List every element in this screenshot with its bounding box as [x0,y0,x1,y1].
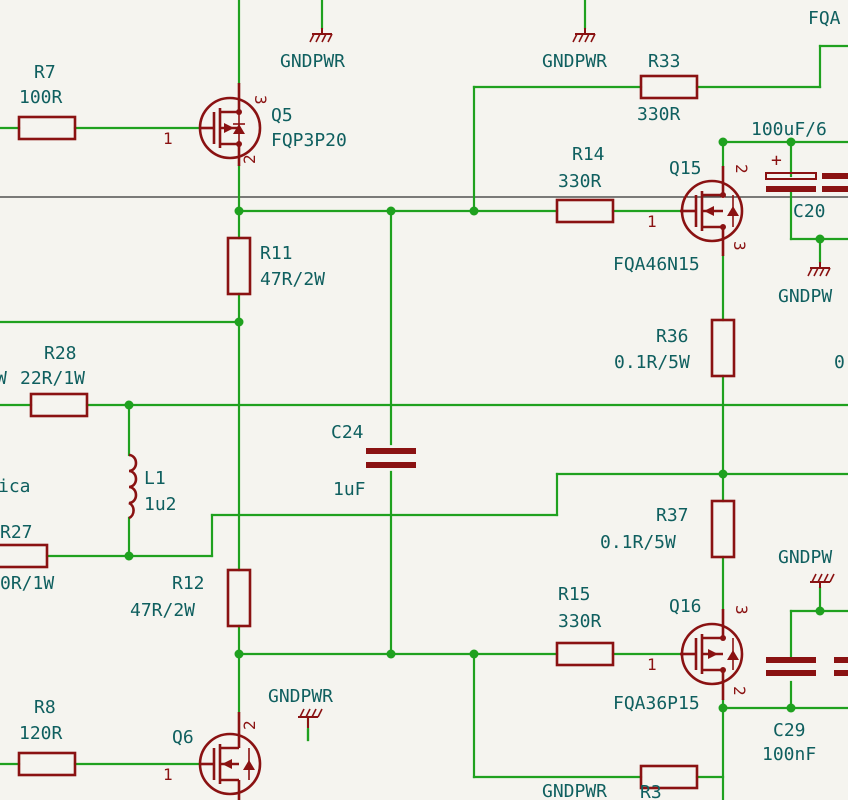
mosfet-q5-symbol[interactable] [198,83,262,166]
r27-value: 0R/1W [0,573,54,594]
q5-pin-1: 1 [163,129,173,148]
resistor-r11-symbol[interactable] [226,236,252,296]
inductor-l1-symbol[interactable] [128,453,138,520]
capacitor-c20-symbol[interactable] [765,172,848,192]
r37-reference: R37 [656,505,689,526]
r28-reference: R28 [44,343,77,364]
r8-reference: R8 [34,697,56,718]
q6-pin-2: 2 [240,720,259,730]
r7-value: 100R [19,87,63,108]
gnd-label-5: GNDPWR [268,686,333,707]
resistor-r12-symbol[interactable] [226,568,252,628]
ground-symbol-4 [810,573,835,588]
resistor-r7-symbol[interactable] [17,115,77,141]
r7-reference: R7 [34,62,56,83]
gnd-label-2: GNDPWR [542,51,607,72]
mosfet-q15-symbol[interactable] [680,166,744,256]
q16-pin-2: 2 [730,686,749,696]
capacitor-c29-symbol[interactable] [766,657,848,676]
r14-value: 330R [558,171,602,192]
gnd-label-3: GNDPW [778,286,832,307]
r27-reference: R27 [0,522,33,543]
l1-reference: L1 [144,468,166,489]
q5-pin-3: 3 [251,95,270,105]
partial-label-r34: R3 [640,782,662,800]
r36-value: 0.1R/5W [614,352,690,373]
r8-value: 120R [19,723,63,744]
r15-value: 330R [558,611,602,632]
mosfet-q16-symbol[interactable] [680,609,744,700]
partial-label-ica: ica [0,476,31,497]
ground-symbol-1 [309,28,333,43]
r37-value: 0.1R/5W [600,532,676,553]
r15-reference: R15 [558,584,591,605]
r11-value: 47R/2W [260,269,325,290]
gnd-label-4: GNDPW [778,547,832,568]
q15-pin-1: 1 [647,212,657,231]
mosfet-q6-symbol[interactable] [198,712,262,800]
r12-reference: R12 [172,573,205,594]
c29-value: 100nF [762,744,816,765]
q5-value: FQP3P20 [271,130,347,151]
q15-pin-2: 2 [732,164,751,174]
r33-reference: R33 [648,51,681,72]
q16-value: FQA36P15 [613,693,700,714]
q6-reference: Q6 [172,727,194,748]
q15-pin-3: 3 [730,241,749,251]
r12-value: 47R/2W [130,600,195,621]
q5-pin-2: 2 [240,154,259,164]
q15-value: FQA46N15 [613,254,700,275]
r11-reference: R11 [260,243,293,264]
l1-value: 1u2 [144,494,177,515]
resistor-r37-symbol[interactable] [710,499,736,559]
r14-reference: R14 [572,144,605,165]
c20-reference: C20 [793,201,826,222]
q16-pin-1: 1 [647,655,657,674]
partial-label-fqa: FQA [808,8,841,29]
q15-reference: Q15 [669,158,702,179]
junctions [124,137,825,713]
r28-value: 22R/1W [20,368,85,389]
r36-reference: R36 [656,326,689,347]
resistor-r28-symbol[interactable] [29,392,89,418]
q6-pin-1: 1 [163,765,173,784]
resistor-r34-symbol[interactable] [639,764,699,790]
gnd-label-6: GNDPWR [542,781,607,800]
resistor-r8-symbol[interactable] [17,751,77,777]
capacitor-c24-symbol[interactable] [366,448,416,468]
ground-symbol-5 [298,708,323,728]
c24-reference: C24 [331,422,364,443]
ground-symbol-3 [807,262,831,277]
resistor-r14-symbol[interactable] [555,198,615,224]
c24-value: 1uF [333,479,366,500]
resistor-r33-symbol[interactable] [639,74,699,100]
c29-reference: C29 [773,720,806,741]
q16-pin-3: 3 [732,605,751,615]
resistor-r27-symbol[interactable] [0,543,49,569]
c20-value: 100uF/6 [751,119,827,140]
resistor-r36-symbol[interactable] [710,318,736,378]
ground-symbol-2 [572,28,596,43]
q16-reference: Q16 [669,596,702,617]
r33-value: 330R [637,104,681,125]
resistor-r15-symbol[interactable] [555,641,615,667]
gnd-label-1: GNDPWR [280,51,345,72]
c20-plus-marker: + [771,150,782,171]
q5-reference: Q5 [271,105,293,126]
partial-label-zero: 0 [834,352,845,373]
partial-label-w: W [0,368,7,389]
